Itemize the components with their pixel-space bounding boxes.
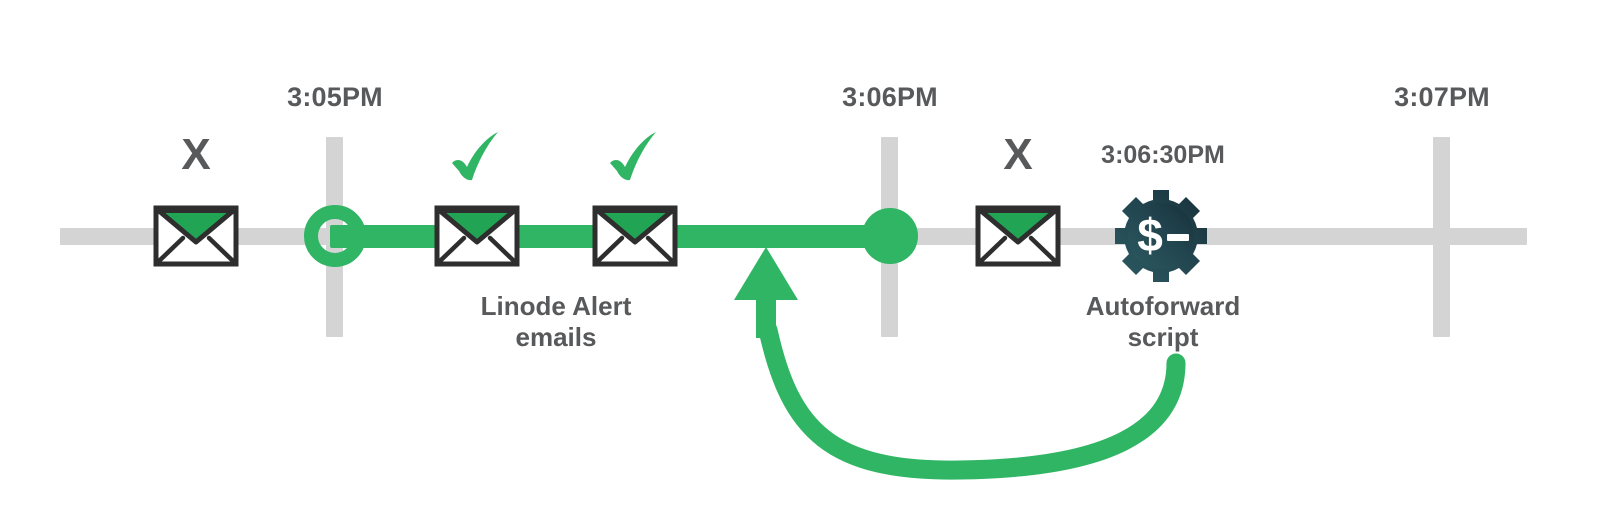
- envelope-icon-4[interactable]: [975, 205, 1061, 267]
- envelope-icon-3[interactable]: [592, 205, 678, 267]
- axis-label-305: 3:05PM: [287, 82, 383, 112]
- delivered-status-check-icon-2: [604, 127, 666, 189]
- axis-label-306: 3:06PM: [842, 82, 938, 112]
- delivered-status-check-icon-1: [446, 127, 508, 189]
- axis-label-307: 3:07PM: [1394, 82, 1490, 112]
- envelope-icon-1[interactable]: [153, 205, 239, 267]
- timeline-node-start[interactable]: [304, 205, 366, 267]
- timeline-node-end[interactable]: [862, 208, 918, 264]
- blocked-status-x-icon-2: X: [1003, 130, 1033, 179]
- axis-tick-307: [1433, 137, 1450, 337]
- autoforward-script-caption: Autoforward script: [1085, 291, 1241, 352]
- autoforward-timestamp: 3:06:30PM: [1101, 141, 1225, 169]
- svg-text:$: $: [1137, 209, 1163, 261]
- envelope-icon-2[interactable]: [434, 205, 520, 267]
- linode-alert-emails-caption: Linode Alert emails: [480, 291, 632, 352]
- blocked-status-x-icon-1: X: [181, 130, 211, 179]
- autoforward-script-gear-icon[interactable]: $: [1113, 188, 1209, 284]
